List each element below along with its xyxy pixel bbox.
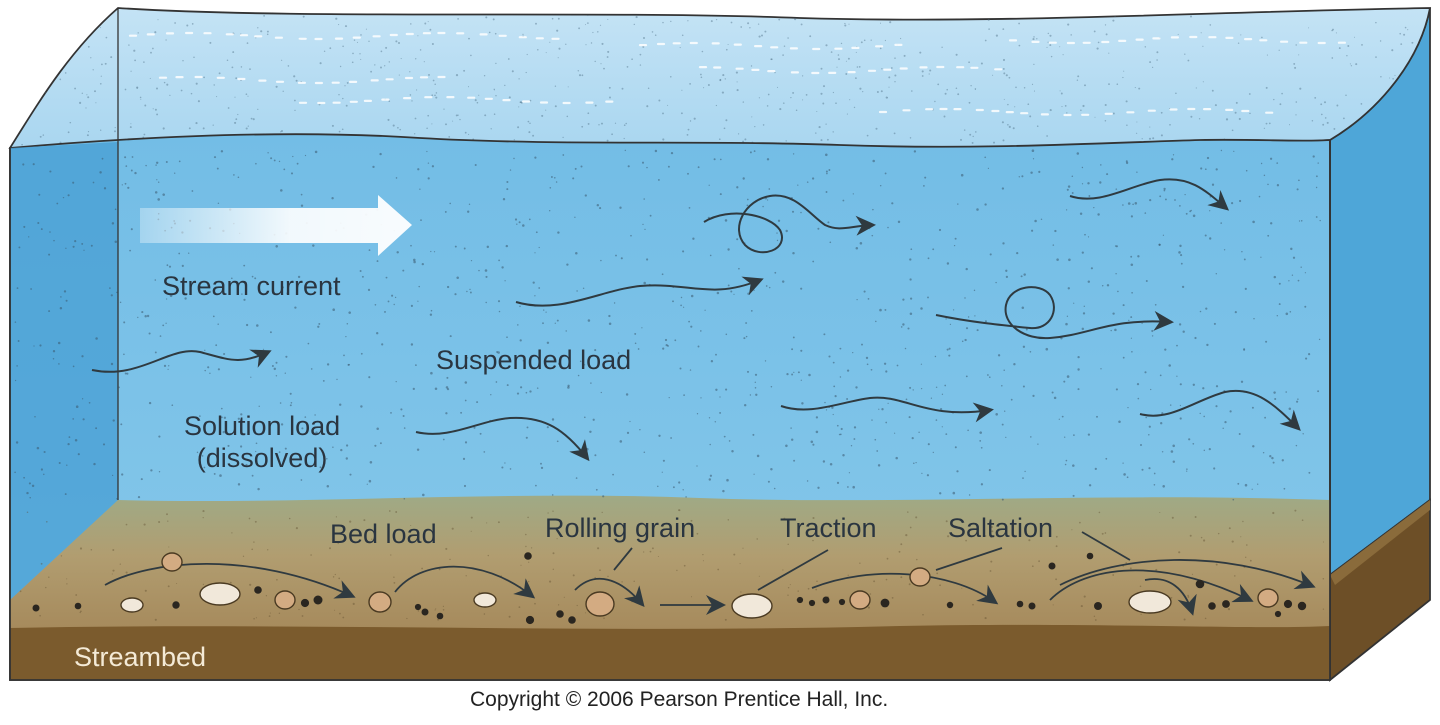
flow-arrow-icon	[1069, 178, 1230, 211]
flow-arrow-icon	[415, 416, 590, 462]
grain-icon	[585, 591, 615, 617]
leader-line	[757, 549, 829, 591]
grain-icon	[32, 604, 40, 612]
grain-icon	[199, 582, 241, 606]
grain-icon	[161, 552, 183, 572]
grain-icon	[1283, 599, 1293, 609]
leader-line	[613, 547, 633, 571]
flow-arrow-icon	[515, 276, 764, 307]
grain-icon	[880, 598, 890, 608]
flow-arrow-icon	[780, 396, 994, 423]
bed-arrow-icon	[574, 577, 645, 608]
grain-icon	[1086, 552, 1094, 560]
grain-icon	[436, 612, 444, 620]
bed-arrow-icon	[1144, 578, 1197, 616]
grain-icon	[1094, 602, 1102, 610]
grain-icon	[1222, 600, 1230, 608]
grain-icon	[1048, 562, 1056, 570]
bed-arrow-icon	[104, 563, 356, 599]
current-arrow-icon	[140, 195, 412, 256]
grain-icon	[1297, 601, 1307, 611]
grain-icon	[525, 615, 535, 625]
grain-icon	[120, 597, 144, 613]
flow-arrow-icon	[91, 349, 272, 373]
bed-arrow-icon	[394, 565, 536, 599]
grain-icon	[731, 593, 773, 619]
eddy-loop-icon	[703, 194, 876, 254]
surface-ripples	[128, 31, 1347, 117]
grain-icon	[74, 602, 82, 610]
suspended-load-label: Suspended load	[436, 345, 632, 375]
solution-load-label: Solution load (dissolved)	[184, 410, 340, 475]
leader-line	[1081, 531, 1131, 561]
sediment-side-face	[1330, 500, 1430, 585]
grain-icon	[274, 590, 296, 610]
grain-icon	[1128, 590, 1172, 614]
eddy-loop-icon	[935, 286, 1174, 340]
saltation-label: Saltation	[948, 513, 1054, 543]
sediment-grains	[32, 552, 1307, 625]
solution-load-line1: Solution load	[184, 411, 341, 441]
leader-line	[935, 547, 1003, 571]
traction-label: Traction	[780, 513, 877, 543]
grain-icon	[368, 591, 392, 613]
grain-icon	[1028, 602, 1036, 610]
flow-arrow-icon	[1139, 389, 1301, 431]
grain-icon	[946, 601, 954, 609]
grain-icon	[1208, 602, 1216, 610]
grain-icon	[909, 567, 931, 587]
copyright-text: Copyright © 2006 Pearson Prentice Hall, …	[470, 688, 889, 711]
streambed-layer	[10, 624, 1330, 680]
bed-arrow-icon	[1049, 569, 1254, 603]
grain-icon	[1016, 600, 1024, 608]
grain-icon	[473, 592, 497, 608]
grain-icon	[313, 595, 323, 605]
grain-icon	[849, 590, 871, 610]
grain-icon	[421, 608, 429, 616]
streambed-label: Streambed	[74, 642, 207, 672]
grain-icon	[300, 598, 310, 608]
grain-icon	[808, 599, 816, 607]
grain-icon	[822, 596, 830, 604]
grain-icon	[1257, 588, 1279, 608]
grain-icon	[568, 616, 576, 624]
rolling-grain-label: Rolling grain	[545, 513, 696, 543]
grain-icon	[556, 610, 564, 618]
grain-icon	[1274, 610, 1282, 618]
grain-icon	[172, 601, 180, 609]
grain-icon	[838, 598, 846, 606]
top-surface-texture	[19, 14, 1421, 146]
bed-arrow-icon	[811, 572, 999, 605]
grain-icon	[414, 603, 422, 611]
grain-icon	[796, 596, 804, 604]
solution-load-line2: (dissolved)	[196, 443, 328, 474]
grain-icon	[254, 586, 262, 594]
bed-load-label: Bed load	[330, 519, 437, 549]
bed-arrow-icon	[1059, 559, 1316, 590]
stream-current-label: Stream current	[162, 271, 341, 301]
water-left-band	[10, 142, 118, 600]
grain-icon	[1195, 579, 1205, 589]
grain-icon	[524, 552, 532, 560]
